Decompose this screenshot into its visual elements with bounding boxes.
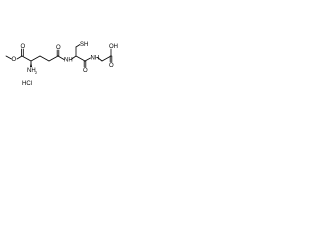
label-thiol: SH (80, 42, 88, 48)
label-acid-oh: OH (109, 44, 118, 50)
bond-ch2-acid-c (101, 55, 112, 62)
label-amide-o2: O (83, 68, 88, 74)
label-amide-n2: NH (91, 56, 100, 62)
label-amide-n1: NH (64, 58, 73, 64)
label-ester-carbonyl-o: O (21, 44, 26, 50)
structure-canvas: O O NH 2 NH O SH NH O O OH HCl (0, 0, 152, 152)
bond-amide-c-n (57, 55, 65, 60)
bond-cgamma-amide-c (48, 55, 59, 62)
molecule-structure: O O NH 2 NH O SH NH O O OH HCl (5, 42, 118, 87)
label-amide-o1: O (56, 45, 61, 51)
label-salt: HCl (22, 81, 32, 87)
stereo-wedge (30, 61, 32, 67)
bonds (5, 44, 113, 68)
bond-calpha-cbeta (30, 55, 41, 62)
bond-o-ester-c (16, 55, 23, 60)
bond-n-central-c (70, 55, 77, 60)
bond-methyl-o (5, 55, 12, 60)
bond-n2-ch2 (97, 57, 103, 62)
bond-cbeta-cgamma (39, 55, 50, 62)
bond-ester-calpha (21, 55, 32, 62)
label-acid-o: O (109, 63, 114, 69)
bond-central-amide2-c (75, 55, 86, 62)
bond-amide2-c-n2 (84, 57, 91, 62)
bond-ch2-sh (75, 44, 81, 48)
label-methoxy-o: O (12, 57, 17, 63)
label-amine-subscript: 2 (35, 70, 38, 75)
label-amine: NH (27, 68, 36, 74)
